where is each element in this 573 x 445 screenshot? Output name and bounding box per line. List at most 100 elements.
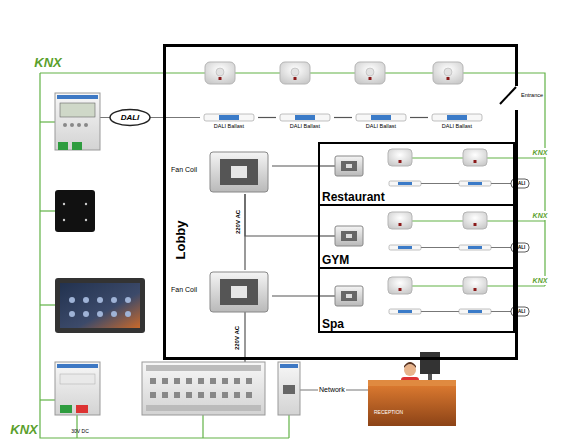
- wire-connector: [244, 194, 245, 270]
- knx-bus-line: [76, 415, 77, 438]
- knx-logo-backing: [531, 211, 549, 220]
- ballast-device: [468, 310, 482, 313]
- reception-illustration: [420, 352, 440, 374]
- ballast-device: [459, 309, 491, 314]
- wire-connector: [272, 165, 318, 166]
- switch-actuator: [146, 365, 261, 371]
- ballast-device: [389, 309, 421, 314]
- switch-actuator: [222, 378, 228, 384]
- ballast-node: DALI Ballast: [352, 107, 410, 132]
- knx-logo: KNX: [10, 423, 37, 437]
- room-box: GYM: [318, 204, 515, 269]
- fan-coil-unit: [341, 231, 357, 241]
- ip-router: [278, 362, 300, 415]
- touch-panel: [125, 311, 131, 317]
- ballast-device: [371, 115, 391, 120]
- presence-sensor: [388, 277, 412, 294]
- presence-sensor: [399, 288, 402, 291]
- knx-logo: KNX: [533, 149, 548, 156]
- presence-sensor: [444, 68, 452, 76]
- ballast-node: DALI Ballast: [428, 107, 486, 132]
- presence-sensor: [216, 68, 224, 76]
- fan-coil-node: Fan Coil: [168, 270, 272, 316]
- dali-gateway: [70, 123, 74, 127]
- ballast-device: [219, 115, 239, 120]
- touch-panel: [97, 297, 103, 303]
- power-supply: [76, 405, 88, 413]
- thermostat: [55, 190, 95, 232]
- switch-actuator: [186, 378, 192, 384]
- node-label: Spa: [322, 318, 344, 331]
- ballast-device: [432, 114, 482, 121]
- thermostat: [85, 219, 87, 221]
- switch-actuator: [142, 362, 265, 415]
- switch-actuator: [174, 392, 180, 398]
- reception-illustration: [404, 362, 416, 368]
- knx-logo-backing: [531, 148, 549, 157]
- power-supply: [57, 364, 98, 368]
- presence-sensor: [280, 62, 310, 84]
- switch-actuator: [246, 392, 252, 398]
- presence-sensor: [463, 149, 487, 166]
- switch-actuator: [210, 392, 216, 398]
- ballast-device: [295, 115, 315, 120]
- dali-tag-text: DALI: [515, 309, 526, 314]
- dali-gateway: [84, 123, 88, 127]
- presence-sensor: [355, 62, 385, 84]
- voltage-label: 30V DC: [71, 429, 89, 434]
- presence-sensor: [474, 160, 477, 163]
- fan-coil-unit: [335, 226, 363, 246]
- switch-actuator: [142, 362, 265, 415]
- dali-tag-text: DALI: [515, 181, 526, 186]
- ballast-device: [459, 181, 491, 186]
- presence-sensor: [388, 212, 412, 229]
- ballast-node: DALI Ballast: [200, 107, 258, 132]
- knx-logo: KNX: [533, 212, 548, 219]
- ballast-device: [356, 114, 406, 121]
- touch-panel: [69, 311, 75, 317]
- fan-coil-unit: [220, 279, 258, 305]
- presence-sensor: [474, 288, 477, 291]
- node-label: Fan Coil: [171, 286, 197, 293]
- reception-illustration: [428, 374, 432, 380]
- knx-logo-backing: [531, 276, 549, 285]
- dali-gateway: [55, 93, 100, 150]
- node-label: DALI Ballast: [290, 124, 320, 130]
- power-line: [244, 312, 245, 362]
- node-label: Fan Coil: [171, 166, 197, 173]
- presence-sensor: [447, 77, 450, 80]
- presence-sensor: [205, 62, 235, 84]
- fan-coil-unit: [346, 234, 352, 238]
- presence-sensor: [463, 212, 487, 229]
- fan-coil-unit: [231, 286, 247, 298]
- ballast-device: [468, 246, 482, 249]
- knx-bus-line: [40, 399, 55, 400]
- knx-bus-line: [40, 73, 545, 286]
- touch-panel: [111, 311, 117, 317]
- touch-panel: [55, 278, 145, 333]
- node-label: DALI Ballast: [442, 124, 472, 130]
- touch-panel: [69, 297, 75, 303]
- network-label: Network: [318, 386, 346, 393]
- dali-gateway: [72, 142, 82, 150]
- fan-coil-unit: [210, 152, 268, 192]
- presence-sensor: [366, 68, 374, 76]
- wire-connector: [272, 295, 318, 296]
- touch-panel: [83, 297, 89, 303]
- presence-sensor: [399, 160, 402, 163]
- reception-illustration: [368, 352, 456, 426]
- touch-panel: [55, 278, 145, 333]
- presence-sensor: [388, 149, 412, 166]
- presence-sensor: [294, 77, 297, 80]
- node-label: DALI Ballast: [366, 124, 396, 130]
- power-line: [318, 165, 335, 166]
- ballast-device: [389, 181, 421, 186]
- power-line: [318, 295, 335, 296]
- thermostat: [63, 219, 65, 221]
- touch-panel: [125, 297, 131, 303]
- presence-sensor: [399, 223, 402, 226]
- node-label: GYM: [322, 254, 349, 267]
- touch-panel: [111, 297, 117, 303]
- ballast-device: [389, 245, 421, 250]
- fan-coil-unit: [346, 164, 352, 168]
